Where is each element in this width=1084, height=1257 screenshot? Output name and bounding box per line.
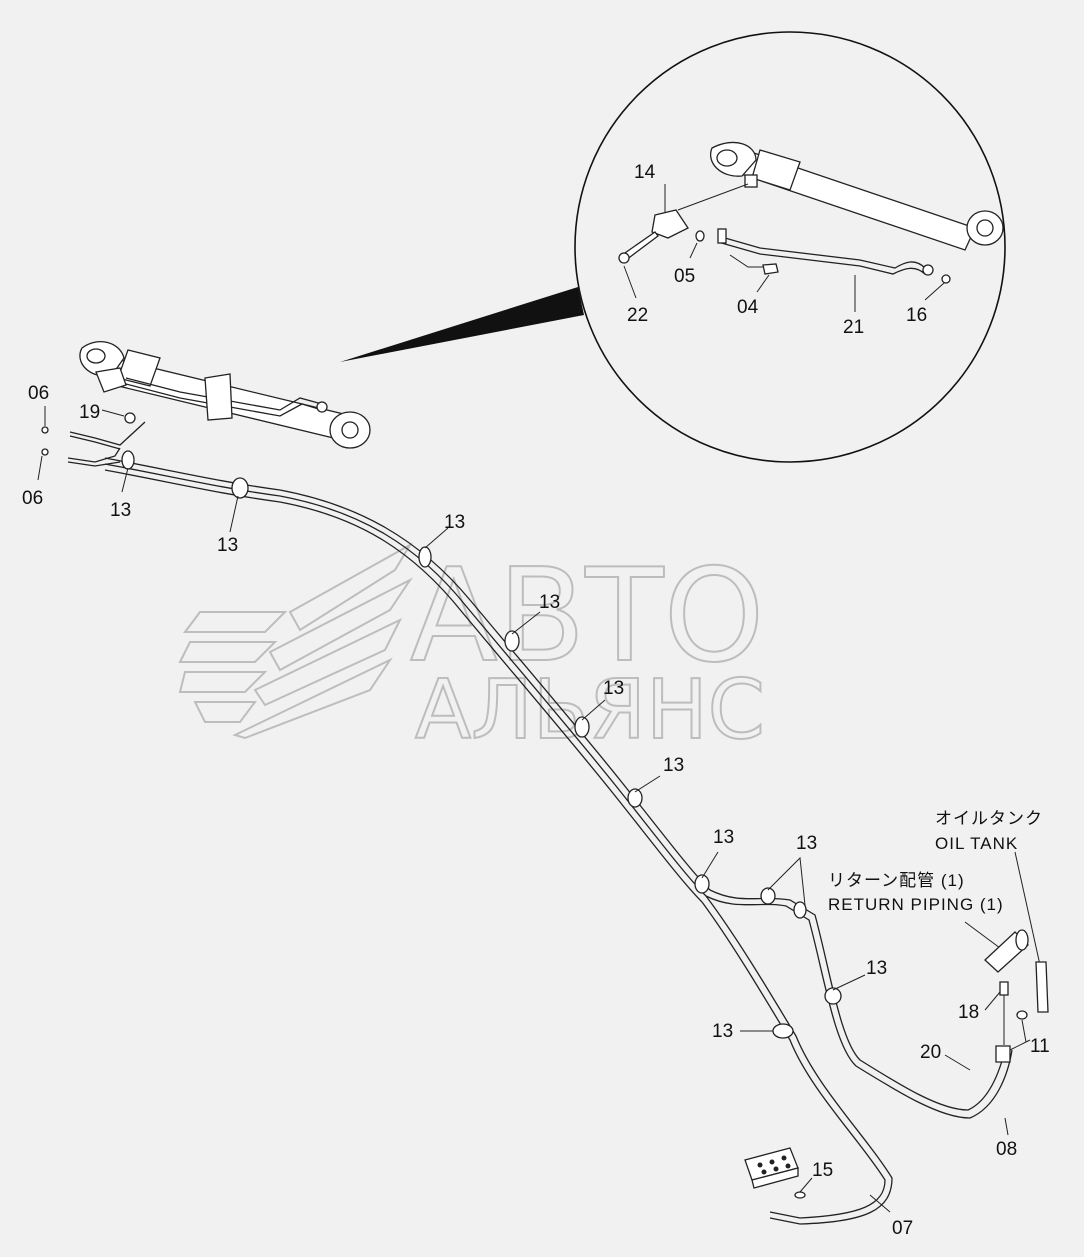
callout-08: 08 — [996, 1139, 1017, 1160]
callout-16: 16 — [906, 305, 927, 326]
clamp-callouts: 13 13 13 13 13 13 13 13 13 13 — [110, 467, 887, 1042]
callout-22: 22 — [627, 305, 648, 326]
callout-13-b: 13 — [217, 535, 238, 556]
return-piping-label-jp: リターン配管 (1) — [828, 871, 965, 890]
callout-19: 19 — [79, 402, 100, 423]
callout-21: 21 — [843, 317, 864, 338]
oil-tank-wall — [1035, 961, 1049, 1013]
callout-18: 18 — [958, 1002, 979, 1023]
cap-06-lower — [41, 448, 49, 456]
callout-05: 05 — [674, 266, 695, 287]
callout-13-i: 13 — [866, 958, 887, 979]
fitting-11 — [1016, 1010, 1028, 1020]
callout-13-e: 13 — [603, 678, 624, 699]
oil-tank-area: オイルタンク OIL TANK リターン配管 (1) RETURN PIPING… — [828, 809, 1050, 1160]
enlarged-cylinder — [710, 141, 1004, 251]
oil-tank-label-jp: オイルタンク — [935, 809, 1043, 828]
watermark-logo: АВТО АЛЬЯНС — [178, 541, 766, 759]
watermark-line1: АВТО — [410, 542, 764, 691]
bracket-14 — [651, 209, 689, 239]
callout-13-g: 13 — [713, 827, 734, 848]
detail-circle — [574, 31, 1006, 463]
callout-11: 11 — [1030, 1036, 1050, 1057]
callout-04: 04 — [737, 297, 759, 318]
oil-tank-label-en: OIL TANK — [935, 834, 1018, 853]
o-ring-16 — [941, 274, 951, 284]
callout-07: 07 — [892, 1218, 913, 1239]
fitting-15 — [794, 1191, 806, 1199]
callout-15: 15 — [812, 1160, 833, 1181]
hose-20-fitting — [995, 1045, 1011, 1063]
callout-13-j: 13 — [712, 1021, 733, 1042]
hose-ends-left: 06 06 19 — [22, 383, 146, 509]
callout-14: 14 — [634, 162, 656, 183]
callout-06-upper: 06 — [28, 383, 49, 404]
bolt-04 — [762, 263, 779, 275]
detail-pointer — [340, 287, 584, 362]
callout-13-c: 13 — [444, 512, 465, 533]
callout-13-a: 13 — [110, 500, 131, 521]
callout-20: 20 — [920, 1042, 941, 1063]
control-valve: 15 07 — [744, 1147, 913, 1239]
pipe-21 — [717, 235, 926, 269]
callout-13-d: 13 — [539, 592, 560, 613]
detail-view: 14 22 05 04 21 16 — [340, 31, 1006, 463]
cap-06-upper — [41, 426, 49, 434]
callout-13-f: 13 — [663, 755, 684, 776]
return-piping-label-en: RETURN PIPING (1) — [828, 895, 1004, 914]
fitting-18 — [999, 981, 1009, 996]
arm-cylinder — [79, 341, 371, 449]
callout-13-h: 13 — [796, 833, 817, 854]
hose-bundle — [104, 450, 1013, 1225]
callout-06-lower: 06 — [22, 488, 43, 509]
o-ring-05 — [695, 230, 705, 242]
